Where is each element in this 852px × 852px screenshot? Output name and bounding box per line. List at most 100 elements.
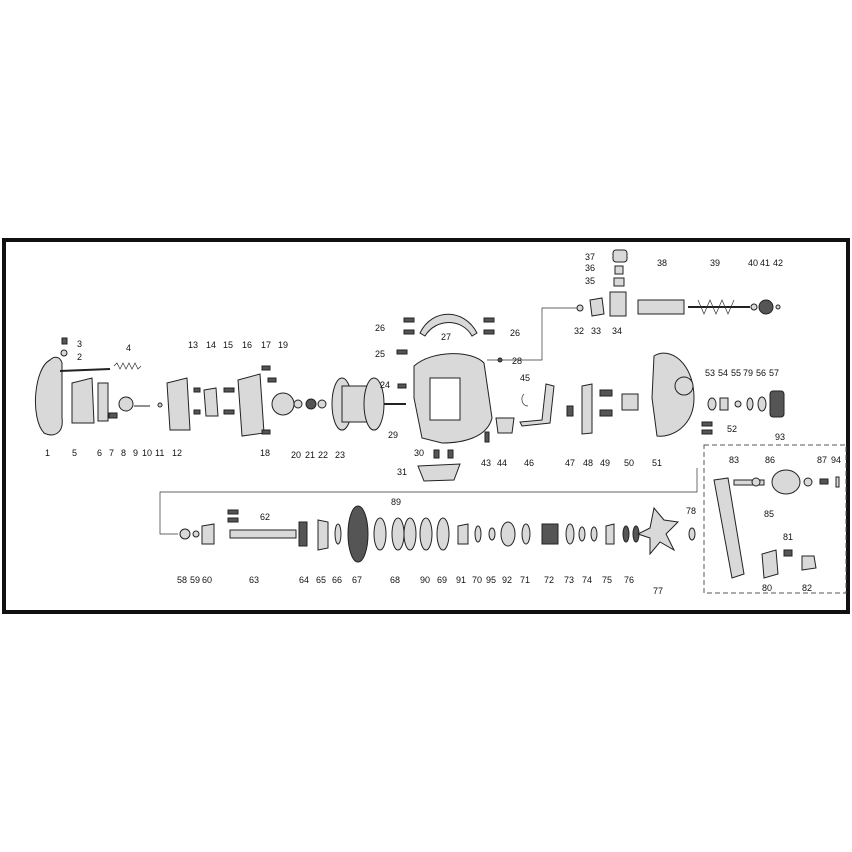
part-42 — [775, 304, 781, 310]
label-4: 4 — [126, 343, 131, 353]
labels-row-top: 1 5 6 7 8 9 10 11 12 13 14 15 16 17 18 1… — [45, 340, 779, 477]
part-86-knob — [771, 469, 801, 495]
label-45: 45 — [520, 373, 530, 383]
label-58: 58 — [177, 575, 187, 585]
part-13b — [193, 409, 201, 415]
label-85: 85 — [764, 509, 774, 519]
part-64-pinion — [298, 521, 308, 547]
label-66: 66 — [332, 575, 342, 585]
part-22 — [317, 399, 327, 409]
part-37-knob — [612, 249, 628, 263]
part-34 — [609, 291, 627, 317]
top-leader-line — [487, 307, 577, 361]
label-74: 74 — [582, 575, 592, 585]
part-1-side-plate — [34, 356, 63, 436]
part-4-spring — [113, 362, 142, 370]
part-51-hub — [674, 376, 694, 396]
label-51: 51 — [652, 458, 662, 468]
label-2: 2 — [77, 352, 82, 362]
label-24: 24 — [380, 380, 390, 390]
part-13 — [193, 387, 201, 393]
label-56: 56 — [756, 368, 766, 378]
part-55 — [734, 400, 742, 408]
part-57-cap — [769, 390, 785, 418]
label-73: 73 — [564, 575, 574, 585]
part-16-frame — [237, 373, 265, 437]
part-63-shaft — [229, 529, 297, 539]
label-60: 60 — [202, 575, 212, 585]
part-shaft-long — [59, 368, 111, 372]
label-15: 15 — [223, 340, 233, 350]
part-40 — [750, 303, 758, 311]
label-89: 89 — [391, 497, 401, 507]
part-31-foot — [417, 463, 461, 482]
label-35: 35 — [585, 276, 595, 286]
part-26-screw-c — [483, 317, 495, 323]
label-47: 47 — [565, 458, 575, 468]
label-30: 30 — [414, 448, 424, 458]
label-26-left: 26 — [375, 323, 385, 333]
part-56 — [757, 396, 767, 412]
assembly-leader-line — [159, 468, 698, 535]
label-1: 1 — [45, 448, 50, 458]
label-93: 93 — [775, 432, 785, 442]
part-11-washer — [157, 402, 163, 408]
label-44: 44 — [497, 458, 507, 468]
label-81: 81 — [783, 532, 793, 542]
label-90: 90 — [420, 575, 430, 585]
label-39: 39 — [710, 258, 720, 268]
part-39-worm — [697, 299, 735, 315]
part-26-screw-b — [403, 329, 415, 335]
part-24-screw — [397, 383, 407, 389]
label-77: 77 — [653, 586, 663, 596]
label-19: 19 — [278, 340, 288, 350]
labels-row-bottom: 58 59 60 62 63 64 65 66 67 68 89 90 69 9… — [177, 497, 696, 596]
label-71: 71 — [520, 575, 530, 585]
part-43 — [484, 431, 490, 443]
label-50: 50 — [624, 458, 634, 468]
label-10: 10 — [142, 448, 152, 458]
part-20 — [293, 399, 303, 409]
part-46-lever — [519, 383, 555, 427]
part-6 — [97, 382, 109, 422]
label-53: 53 — [705, 368, 715, 378]
part-21 — [305, 398, 317, 410]
label-13: 13 — [188, 340, 198, 350]
label-87: 87 — [817, 455, 827, 465]
label-70: 70 — [472, 575, 482, 585]
part-70 — [474, 525, 482, 543]
part-35 — [613, 277, 625, 287]
part-45-clip — [521, 393, 529, 407]
label-20: 20 — [291, 450, 301, 460]
part-68-washer-a — [373, 517, 387, 551]
label-46: 46 — [524, 458, 534, 468]
part-49b-spring — [599, 389, 613, 397]
label-14: 14 — [206, 340, 216, 350]
part-54 — [719, 397, 729, 411]
label-37: 37 — [585, 252, 595, 262]
label-95: 95 — [486, 575, 496, 585]
part-27-bridge — [419, 313, 478, 337]
part-38-tube — [637, 299, 685, 315]
part-72-clutch — [541, 523, 559, 545]
part-2-washer — [60, 349, 68, 357]
label-68: 68 — [390, 575, 400, 585]
part-85-washer — [751, 477, 761, 487]
part-48 — [581, 383, 593, 435]
label-92: 92 — [502, 575, 512, 585]
part-67-drive-gear — [347, 505, 369, 563]
part-52-screw-a — [701, 421, 713, 427]
label-76: 76 — [624, 575, 634, 585]
part-74-a — [578, 526, 586, 542]
label-16: 16 — [242, 340, 252, 350]
exploded-parts-diagram: 1 5 6 7 8 9 10 11 12 13 14 15 16 17 18 1… — [2, 238, 850, 614]
label-57: 57 — [769, 368, 779, 378]
label-64: 64 — [299, 575, 309, 585]
label-36: 36 — [585, 263, 595, 273]
part-75 — [605, 523, 615, 545]
label-33: 33 — [591, 326, 601, 336]
part-89-washer — [391, 517, 405, 551]
label-8: 8 — [121, 448, 126, 458]
label-22: 22 — [318, 450, 328, 460]
part-65 — [317, 519, 329, 551]
